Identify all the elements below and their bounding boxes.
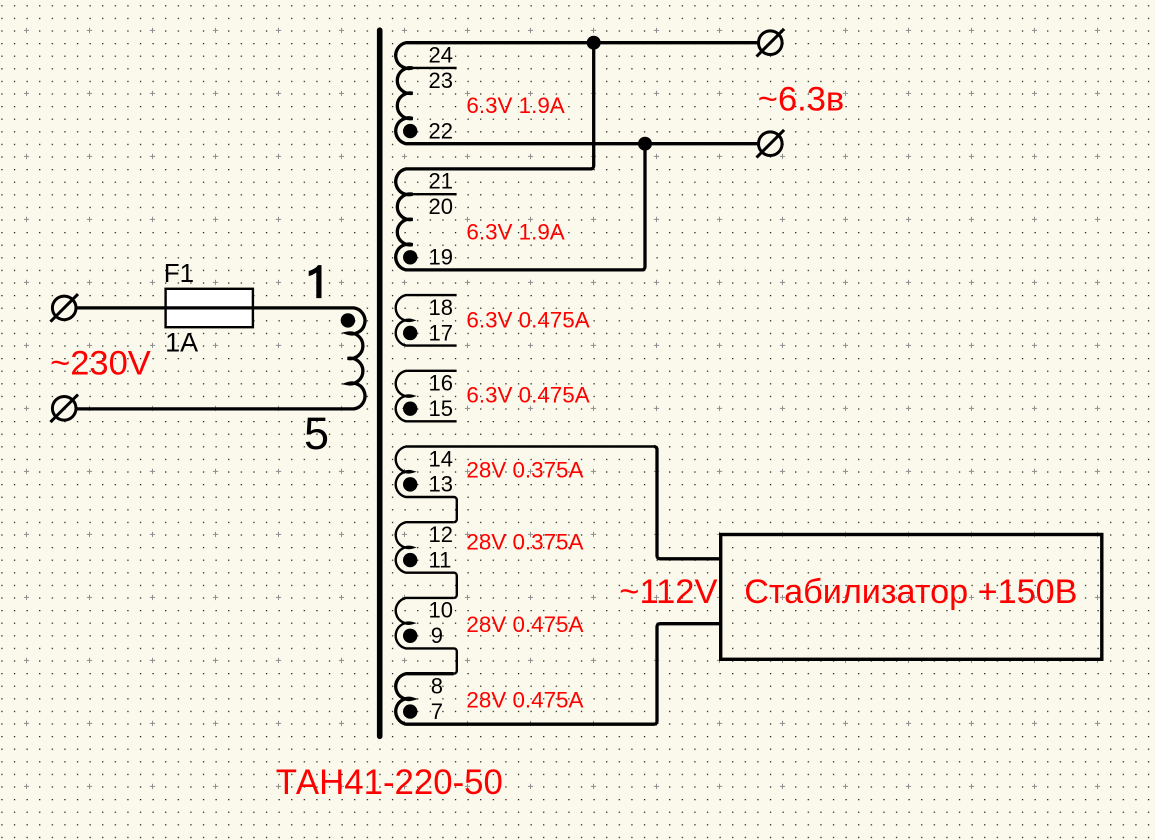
svg-text:15: 15 [429, 396, 453, 421]
svg-text:28V 0.375A: 28V 0.375A [466, 530, 583, 555]
svg-text:14: 14 [429, 446, 453, 471]
svg-text:28V 0.475A: 28V 0.475A [466, 612, 583, 637]
svg-text:23: 23 [429, 68, 453, 93]
svg-text:12: 12 [429, 522, 453, 547]
svg-text:6.3V 0.475A: 6.3V 0.475A [466, 308, 589, 333]
svg-text:~6.3в: ~6.3в [758, 80, 844, 118]
svg-text:20: 20 [429, 194, 453, 219]
svg-text:7: 7 [431, 699, 443, 724]
svg-text:5: 5 [304, 408, 329, 459]
svg-text:Стабилизатор +150В: Стабилизатор +150В [744, 573, 1077, 611]
svg-text:ТАН41-220-50: ТАН41-220-50 [276, 763, 503, 802]
svg-text:13: 13 [429, 472, 453, 497]
svg-text:28V 0.475A: 28V 0.475A [466, 688, 583, 713]
svg-text:11: 11 [429, 547, 452, 572]
svg-text:19: 19 [429, 245, 453, 270]
svg-text:21: 21 [429, 169, 453, 194]
svg-text:18: 18 [429, 295, 453, 320]
svg-text:28V 0.375A: 28V 0.375A [466, 458, 583, 483]
svg-text:6.3V 0.475A: 6.3V 0.475A [466, 383, 589, 408]
svg-text:~112V: ~112V [619, 573, 717, 611]
svg-text:22: 22 [429, 118, 453, 143]
svg-text:8: 8 [431, 674, 443, 699]
svg-text:9: 9 [431, 623, 443, 648]
svg-text:24: 24 [429, 43, 453, 68]
svg-text:16: 16 [429, 371, 453, 396]
svg-text:~230V: ~230V [50, 345, 151, 383]
svg-text:10: 10 [429, 598, 453, 623]
svg-text:6.3V 1.9A: 6.3V 1.9A [466, 219, 564, 244]
svg-text:6.3V 1.9A: 6.3V 1.9A [466, 93, 564, 118]
svg-text:F1: F1 [164, 258, 194, 288]
svg-text:17: 17 [429, 320, 453, 345]
svg-text:1A: 1A [165, 328, 198, 358]
